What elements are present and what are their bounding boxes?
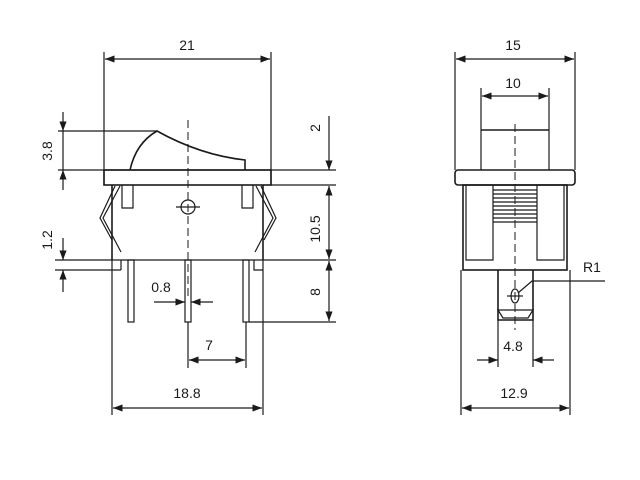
pin-left <box>127 259 135 323</box>
dim-label-flange-thickness: 2 <box>307 124 323 132</box>
dim-label-rocker-height: 3.8 <box>39 141 55 161</box>
terminal <box>497 270 534 321</box>
tab-left <box>121 185 134 209</box>
ribbed-actuator <box>493 189 537 223</box>
dim-label-pin-width: 0.8 <box>151 279 171 295</box>
dim-label-flange-width: 15 <box>505 37 521 53</box>
dim-label-clip-offset: 1.2 <box>39 230 55 250</box>
dim-label-body-height: 10.5 <box>307 215 323 242</box>
dim-label-pin-pitch: 7 <box>205 337 213 353</box>
dim-label-side-body-width: 12.9 <box>500 385 527 401</box>
r1-leader <box>517 280 605 294</box>
dim-label-rocker-width: 10 <box>505 75 521 91</box>
side-view: 15 10 R1 4.8 <box>454 37 605 415</box>
pin-right <box>242 259 250 323</box>
dim-label-pin-length: 8 <box>307 288 323 296</box>
dim-label-width-top: 21 <box>179 37 195 53</box>
dim-label-hole-radius: R1 <box>583 259 601 275</box>
front-view: 21 3.8 1.2 <box>39 37 336 415</box>
clip-left <box>99 185 122 253</box>
tab-right <box>241 185 254 209</box>
dim-label-body-width: 18.8 <box>173 385 200 401</box>
clip-right <box>254 185 277 253</box>
dim-label-terminal-width: 4.8 <box>503 338 523 354</box>
rocker <box>129 130 246 171</box>
